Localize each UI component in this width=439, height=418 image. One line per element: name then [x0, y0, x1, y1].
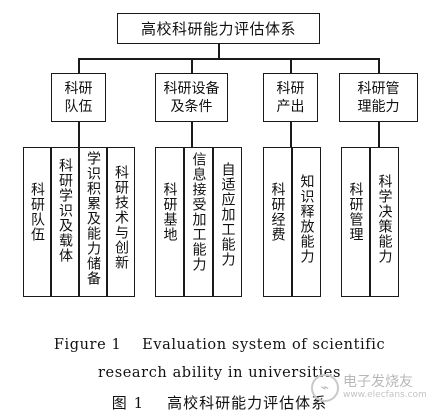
leaf-label: 科研基地 [161, 182, 178, 242]
connector-to-cat-3 [290, 58, 292, 73]
category-label-line2: 理能力 [357, 98, 400, 115]
leaf-box: 科研管理 [341, 147, 370, 297]
category-management-ability: 科研管 理能力 [339, 73, 418, 122]
leaf-box: 学识积累及能力储备 [79, 147, 107, 297]
connector-cat1-down [78, 122, 80, 147]
root-label: 高校科研能力评估体系 [140, 20, 296, 38]
category-label-line1: 科研 [276, 80, 305, 97]
leaf-box: 科研技术与创新 [107, 147, 135, 297]
connector-to-cat-2 [191, 58, 193, 73]
caption-chinese: 图 1 高校科研能力评估体系 [111, 394, 328, 412]
category-label-line1: 科研设备 [163, 80, 220, 97]
leaf-label: 学识积累及能力储备 [85, 151, 101, 286]
leaf-label: 科学决策能力 [376, 174, 393, 264]
category-label-line1: 科研 [64, 80, 93, 97]
connector-cat3-down [290, 122, 292, 147]
leaf-label: 科研学识及载体 [57, 158, 73, 263]
leaf-label: 科研管理 [347, 182, 364, 242]
connector-cat2-down [191, 122, 193, 147]
leaf-box: 科学决策能力 [370, 147, 399, 297]
leaf-box: 知识释放能力 [292, 147, 321, 297]
leaf-box: 科研基地 [155, 147, 184, 297]
category-label-line2: 产出 [276, 98, 305, 115]
leaf-box: 自适应加工能力 [213, 147, 242, 297]
root-node: 高校科研能力评估体系 [117, 13, 320, 44]
connector-root-down [218, 44, 220, 59]
leaf-box: 科研队伍 [23, 147, 51, 297]
leaf-label: 信息接受加工能力 [190, 152, 207, 272]
leaf-label: 科研技术与创新 [113, 165, 129, 270]
connector-horizontal-top [78, 58, 379, 60]
caption-english-line1: Figure 1 Evaluation system of scientific [53, 337, 386, 353]
connector-to-cat-4 [378, 58, 380, 73]
category-label-line1: 科研管 [357, 80, 400, 97]
category-research-output: 科研 产出 [263, 73, 318, 122]
leaf-box: 信息接受加工能力 [184, 147, 213, 297]
category-equipment-conditions: 科研设备 及条件 [155, 73, 228, 122]
leaf-box: 科研学识及载体 [51, 147, 79, 297]
category-label-line2: 队伍 [64, 98, 93, 115]
category-research-team: 科研 队伍 [51, 73, 106, 122]
category-label-line2: 及条件 [170, 98, 213, 115]
connector-to-cat-1 [78, 58, 80, 73]
leaf-label: 科研队伍 [29, 182, 45, 242]
connector-cat4-down [378, 122, 380, 147]
leaf-label: 自适应加工能力 [219, 162, 236, 267]
caption-english-line2: research ability in universities [97, 365, 341, 381]
leaf-label: 知识释放能力 [298, 174, 315, 264]
leaf-label: 科研经费 [269, 182, 286, 242]
leaf-box: 科研经费 [263, 147, 292, 297]
